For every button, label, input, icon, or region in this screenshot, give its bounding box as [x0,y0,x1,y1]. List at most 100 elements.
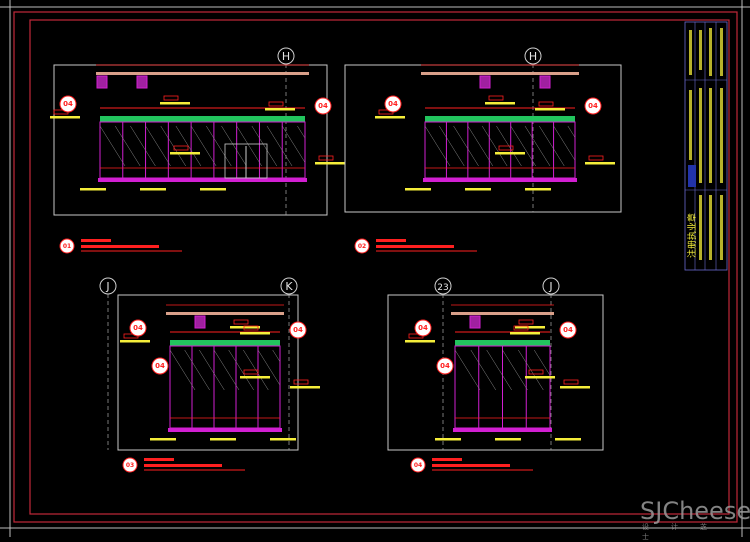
glass-hatch [486,349,512,391]
watermark-brand: SJCheese [640,497,750,525]
glass-hatch [266,125,293,167]
annotation-text [560,386,590,389]
title-block-text [720,28,723,76]
watermark-sub: 设计芝士 [642,523,729,541]
annotation-text [150,438,176,441]
annotation-text [120,340,150,343]
material-tag [518,319,534,325]
grid-bubble [99,277,117,295]
glass-hatch [502,349,528,391]
beam-section [96,75,108,89]
material-tag [588,155,604,161]
detail-callout[interactable] [384,95,402,113]
floor-finish [98,178,307,182]
glass-hatch [213,349,240,391]
annotation-text [265,108,295,111]
detail-callout-number: 04 [563,326,573,334]
annotation-text [485,102,515,105]
annotation-text [50,116,80,119]
ceiling-bulkhead [455,340,550,346]
glass-hatch [539,125,565,167]
title-block-text [709,88,712,183]
floor-slab-above [166,312,284,315]
detail-callout[interactable] [314,97,332,115]
beam-section [539,75,551,89]
view-number: 03 [126,462,134,469]
title-block-text [709,195,712,260]
view-number: 02 [358,243,366,250]
view-title-text [376,239,406,242]
grid-bubble [280,277,298,295]
floor-finish [453,428,552,432]
annotation-text [80,188,106,191]
grid-label: H [282,50,290,63]
detail-callout-number: 04 [293,326,303,334]
annotation-text [405,188,431,191]
glass-hatch [439,125,465,167]
annotation-text [435,438,461,441]
detail-callout-number: 04 [318,102,328,110]
annotation-text [535,108,565,111]
glass-hatch [228,349,254,391]
title-block-text [689,30,692,75]
annotation-text [525,376,555,379]
detail-callout[interactable] [59,95,77,113]
inner-border [29,19,730,515]
beam-section [194,315,206,329]
annotation-text [405,340,435,343]
annotation-text [210,438,236,441]
ceiling-bulkhead [425,116,575,122]
floor-finish [168,428,282,432]
beam-section [479,75,491,89]
detail-callout[interactable] [559,321,577,339]
detail-callout-number: 04 [63,100,73,108]
glass-hatch [251,125,278,167]
annotation-text [525,188,551,191]
material-tag [268,101,284,107]
glass-hatch [272,349,281,362]
view-title-text [81,239,111,242]
material-tag [173,145,189,151]
view-title-text [432,458,462,461]
annotation-text [585,162,615,165]
detail-callout[interactable] [289,321,307,339]
material-tag [563,379,579,385]
glass-hatch [454,349,481,391]
glass-hatch [567,125,576,138]
glass-hatch [533,349,551,376]
annotation-text [230,326,260,329]
title-block-text [699,30,702,70]
glass-hatch [190,125,217,167]
title-block-text [699,195,702,260]
material-tag [163,95,179,101]
floor-finish [423,178,577,182]
detail-callout[interactable] [584,97,602,115]
glass-hatch [467,125,494,167]
annotation-text [270,438,296,441]
material-tag [488,95,504,101]
material-tag [498,145,514,151]
annotation-text [495,438,521,441]
view-number: 04 [414,462,422,469]
viewport-frame [387,294,604,451]
annotation-text [160,102,190,105]
detail-callout[interactable] [151,357,169,375]
grid-label: H [529,50,537,63]
grid-label: J [548,280,552,293]
annotation-text [140,188,166,191]
wall-elevation [99,121,306,179]
glass-hatch [184,349,210,391]
glass-hatch [470,349,497,391]
detail-callout[interactable] [129,319,147,337]
detail-callout[interactable] [414,319,432,337]
grid-bubble [277,47,295,65]
viewport-frame [117,294,299,451]
detail-callout[interactable] [436,357,454,375]
annotation-text [555,438,581,441]
glass-hatch [510,125,536,167]
